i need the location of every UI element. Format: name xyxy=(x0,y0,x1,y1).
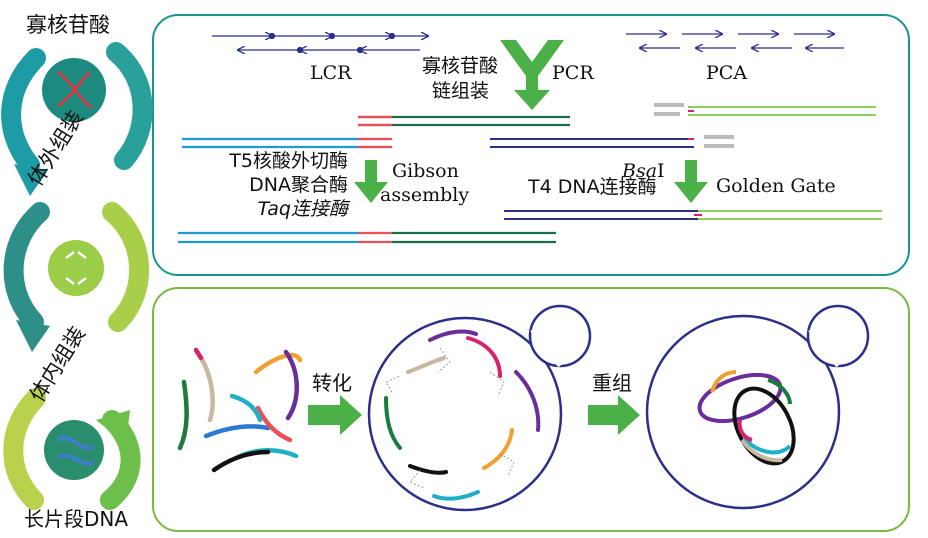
bsai-label: BsaI xyxy=(622,160,665,182)
oligo-assembly-line1: 寡核苷酸 xyxy=(422,55,499,77)
lcr-oligos xyxy=(212,34,428,53)
t4-ligase-label: T4 DNA连接酶 xyxy=(528,176,657,198)
transform-label: 转化 xyxy=(312,371,352,395)
chromosome-icon-bg xyxy=(44,420,104,480)
gibson-label-line2: assembly xyxy=(380,184,470,206)
cycle-arrowhead-teal xyxy=(14,164,48,196)
pcr-merge-arrow xyxy=(500,40,564,110)
dna-fragments xyxy=(177,347,303,473)
cell-1-links xyxy=(385,347,515,489)
cycle-arrow-lime-bottom xyxy=(3,388,46,510)
cycle-arrow-green xyxy=(3,202,50,332)
assembly-icon xyxy=(65,251,87,285)
gibson-fragments xyxy=(182,115,570,149)
golden-seq-text xyxy=(654,103,734,148)
cycle-arrow-teal xyxy=(1,48,46,175)
gibson-product xyxy=(178,231,556,244)
gibson-enzyme-2: DNA聚合酶 xyxy=(249,174,348,196)
bsai-suffix: I xyxy=(657,160,665,182)
golden-gate-label: Golden Gate xyxy=(716,175,836,197)
gibson-arrow xyxy=(354,160,388,203)
pca-label: PCA xyxy=(706,62,748,84)
cycle-arrowhead-green-bottom xyxy=(96,410,130,444)
gibson-enzyme-3: Taq连接酶 xyxy=(257,198,348,220)
dna-helix-icon xyxy=(57,70,93,109)
golden-fragments xyxy=(490,106,876,148)
cycle-arrow-teal-right xyxy=(106,42,153,170)
cell-1-fragments xyxy=(384,329,541,501)
chromosome-icon xyxy=(56,435,96,466)
transform-arrow xyxy=(308,395,362,435)
assembled-dna-rings xyxy=(697,370,796,466)
in-vitro-panel xyxy=(152,14,910,276)
lcr-label: LCR xyxy=(310,62,352,84)
gibson-label-line1: Gibson xyxy=(392,160,459,182)
assembly-icon-bg xyxy=(48,240,104,296)
left-cycle xyxy=(1,42,153,510)
golden-product xyxy=(504,210,882,220)
golden-arrow xyxy=(674,160,708,203)
recombine-label: 重组 xyxy=(592,371,632,395)
bsai-italic: Bsa xyxy=(622,160,658,182)
yeast-cell-2 xyxy=(645,304,870,510)
in-vivo-panel xyxy=(152,287,910,532)
cycle-arrowhead-green xyxy=(16,320,50,352)
gibson-enzyme-1: T5核酸外切酶 xyxy=(229,150,348,172)
pca-oligos xyxy=(626,34,844,48)
oligo-label: 寡核苷酸 xyxy=(26,13,110,37)
yeast-cell-1 xyxy=(367,304,592,512)
oligo-assembly-line2: 链组装 xyxy=(432,80,490,102)
pcr-label: PCR xyxy=(552,62,594,84)
cycle-arrow-lime xyxy=(102,202,149,332)
recombine-arrow xyxy=(588,395,640,435)
long-dna-label: 长片段DNA xyxy=(24,507,129,531)
